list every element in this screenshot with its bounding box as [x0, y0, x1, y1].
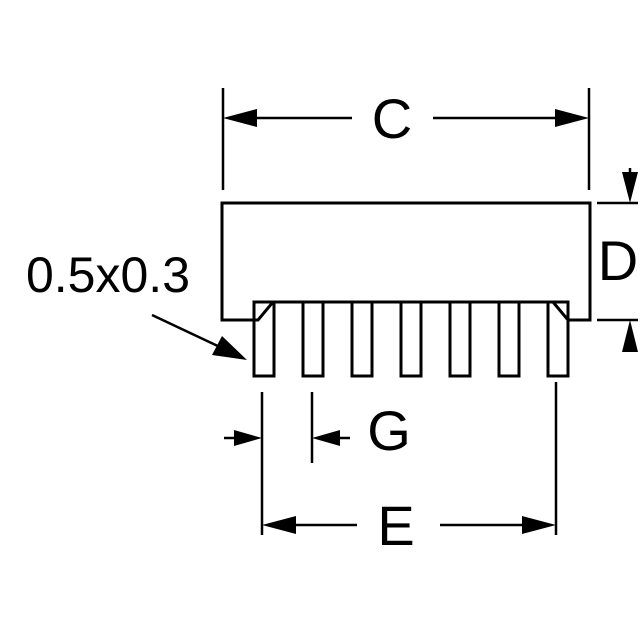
- dimension-e-label: E: [377, 494, 414, 557]
- pin-2: [301, 300, 325, 378]
- chamfer-leader-line: [151, 313, 223, 350]
- pin-1: [252, 300, 276, 378]
- pin-7: [546, 300, 570, 378]
- pin-group: [252, 300, 570, 378]
- dimension-c-arrow-right: [555, 109, 589, 127]
- dimension-c: C: [221, 87, 591, 190]
- pin-4: [399, 300, 423, 378]
- dimension-g-label: G: [367, 399, 411, 462]
- dimension-g: G: [224, 392, 411, 535]
- dimension-d-arrow-bottom: [622, 320, 638, 352]
- pin-5: [448, 300, 472, 378]
- pin-6: [497, 300, 521, 378]
- dimension-d-arrow-top: [622, 172, 638, 203]
- dimension-d: D: [597, 168, 638, 352]
- chamfer-leader-arrow: [212, 336, 247, 360]
- dimension-c-label: C: [372, 87, 412, 150]
- dimension-g-arrow-right: [312, 430, 340, 446]
- chamfer-label: 0.5x0.3: [26, 247, 190, 303]
- dimension-e-arrow-right: [522, 516, 556, 534]
- pin-3: [350, 300, 374, 378]
- dimension-g-arrow-left: [234, 430, 262, 446]
- dimension-d-label: D: [598, 229, 638, 292]
- dimension-e: E: [262, 382, 558, 557]
- dimension-c-arrow-left: [223, 109, 257, 127]
- dimension-e-arrow-left: [262, 516, 296, 534]
- chamfer-note: 0.5x0.3: [26, 247, 247, 360]
